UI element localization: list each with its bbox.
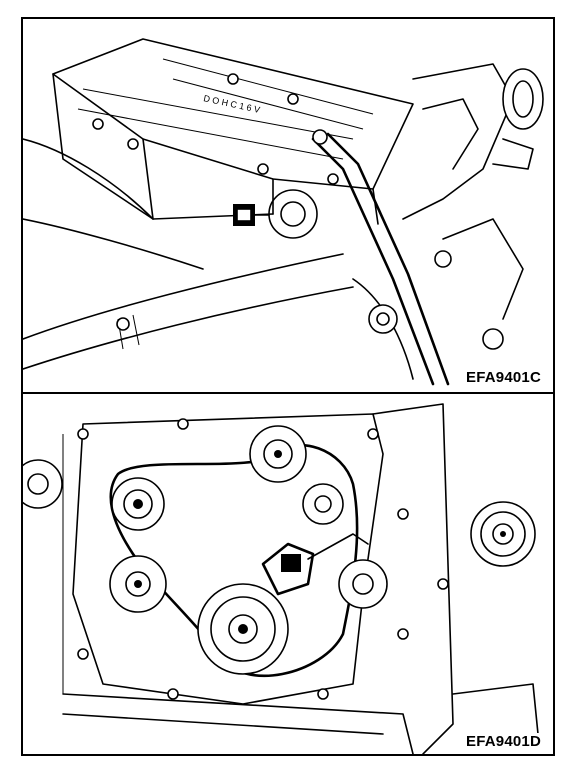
oil-pan xyxy=(62,683,539,754)
timing-cover xyxy=(62,403,454,754)
cover-bolts-lower xyxy=(77,418,449,700)
bottom-view-panel: EFA9401D xyxy=(23,394,553,754)
idler-pulley xyxy=(302,483,344,525)
engine-block xyxy=(23,138,524,380)
alternator-pulley xyxy=(470,501,536,567)
tensioner-pulley xyxy=(249,425,307,483)
crankshaft-position-sensor xyxy=(261,533,369,596)
dipstick-tube xyxy=(311,129,450,386)
top-view-panel: D O H C 1 6 V xyxy=(23,19,553,392)
mount-bracket xyxy=(402,63,544,220)
crankshaft-sprocket xyxy=(197,583,289,675)
left-gear xyxy=(23,459,63,509)
top-view-figure-code: EFA9401C xyxy=(464,369,543,386)
timing-belt-illustration xyxy=(23,403,539,754)
cover-bolts xyxy=(92,73,339,185)
engine-top-illustration: D O H C 1 6 V xyxy=(23,38,544,386)
camshaft-sprocket xyxy=(111,477,165,531)
camshaft-position-sensor xyxy=(233,189,318,239)
panel-divider xyxy=(23,392,553,394)
figure-frame: D O H C 1 6 V xyxy=(21,17,555,756)
intake-hose xyxy=(23,253,354,370)
bottom-view-figure-code: EFA9401D xyxy=(464,733,543,750)
auxiliary-pulley xyxy=(109,555,167,613)
water-pump-pulley xyxy=(338,559,388,609)
valve-cover: D O H C 1 6 V xyxy=(52,38,414,225)
svg-text:D O H C 1 6 V: D O H C 1 6 V xyxy=(203,93,261,115)
